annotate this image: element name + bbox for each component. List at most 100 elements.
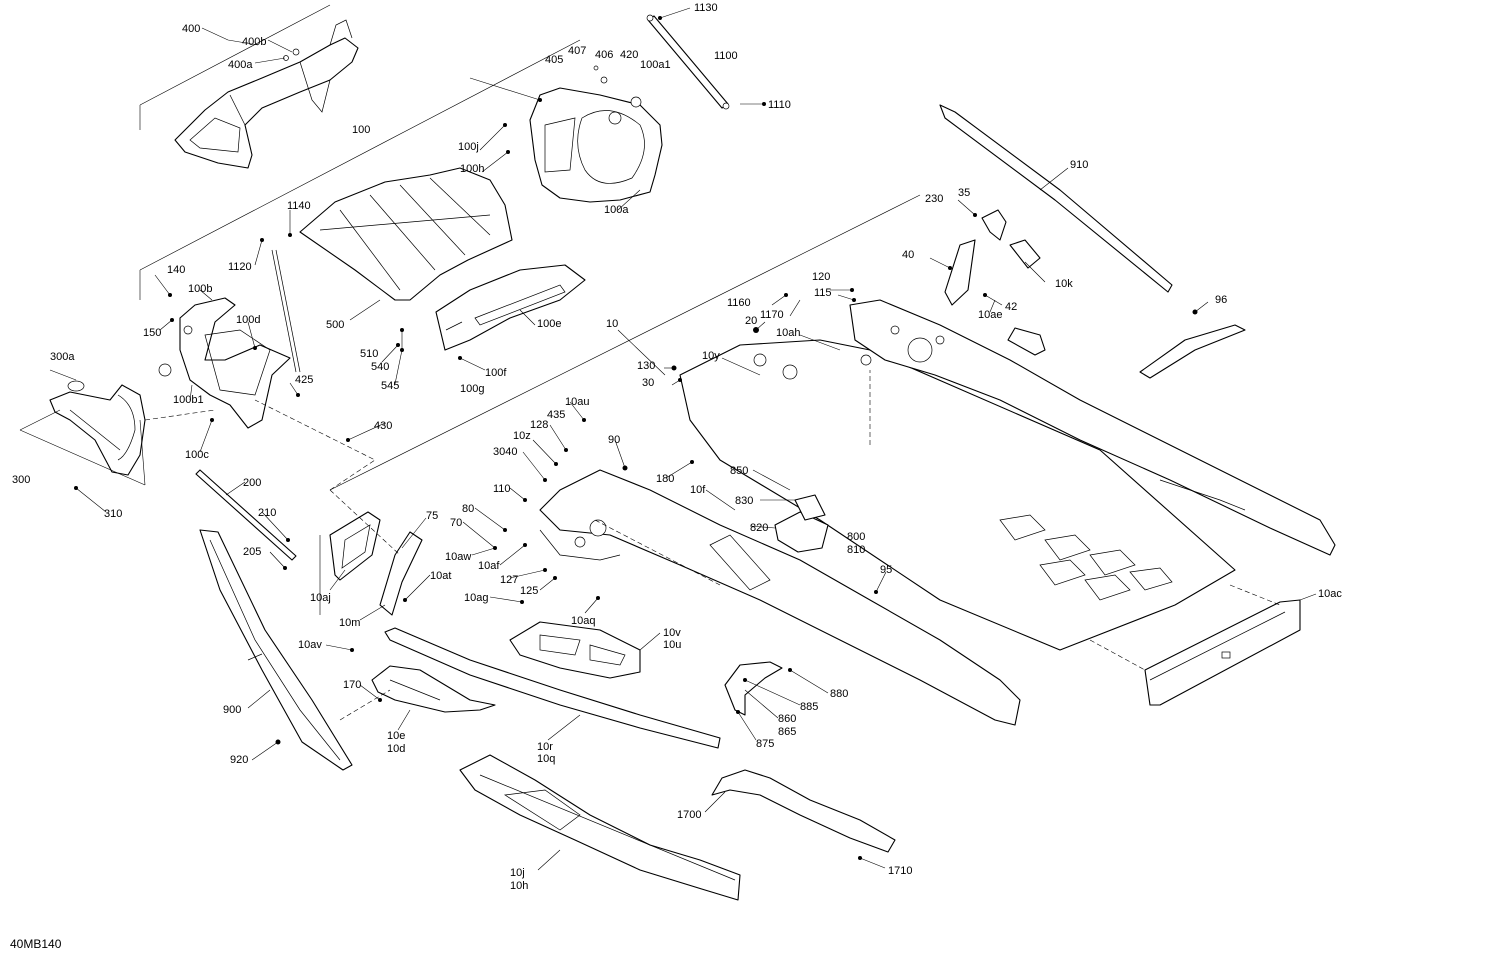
callout-label: 400a [228, 59, 253, 71]
callout-label: 10d [387, 743, 405, 755]
callout-label: 860 [778, 713, 796, 725]
part-bracket-10e [371, 665, 496, 713]
callout-label: 140 [167, 264, 185, 276]
callout-label: 30 [642, 377, 654, 389]
part-plate-800 [774, 494, 829, 553]
callout-label: 10k [1055, 278, 1073, 290]
callout-label: 100c [185, 449, 209, 461]
callout-label: 420 [620, 49, 638, 61]
callout-label: 400b [242, 36, 266, 48]
callout-label: 540 [371, 361, 389, 373]
callout-label: 70 [450, 517, 462, 529]
callout-label: 100a [604, 204, 629, 216]
callout-label: 35 [958, 187, 970, 199]
callout-label: 400 [182, 23, 200, 35]
callout-label: 1160 [727, 297, 751, 309]
callout-label: 90 [608, 434, 620, 446]
callout-label: 100g [460, 383, 484, 395]
callout-label: 1140 [287, 200, 311, 212]
callout-label: 120 [812, 271, 830, 283]
callout-label: 900 [223, 704, 241, 716]
part-bracket-96 [1139, 324, 1246, 379]
part-tunnel-10 [679, 339, 1236, 651]
fastener-dots [74, 16, 1198, 860]
callout-label: 300 [12, 474, 30, 486]
callout-label: 10af [478, 560, 500, 572]
part-leftframe [539, 469, 1021, 726]
callout-label: 310 [104, 508, 122, 520]
callout-label: 800 [847, 531, 865, 543]
part-rod-200 [195, 469, 297, 561]
callout-label: 875 [756, 738, 774, 750]
callout-label: 810 [847, 544, 865, 556]
callout-label: 100 [352, 124, 370, 136]
callout-label: 510 [360, 348, 378, 360]
diagram-reference-code: 40MB140 [10, 937, 62, 951]
part-panel-500 [299, 167, 513, 301]
callout-label: 1120 [228, 261, 252, 273]
callout-label: 405 [545, 54, 563, 66]
callout-label: 100f [485, 367, 507, 379]
callout-label: 500 [326, 319, 344, 331]
part-bracket-10ae [1007, 327, 1046, 356]
part-arm-300 [49, 380, 146, 476]
part-frame-100b [158, 249, 301, 429]
part-rail-10j [459, 754, 741, 901]
callout-label: 3040 [493, 446, 517, 458]
leader-lines [19, 4, 1317, 871]
callout-label: 10aw [445, 551, 471, 563]
callout-label: 10z [513, 430, 531, 442]
callout-label: 435 [547, 409, 565, 421]
callout-label: 425 [295, 374, 313, 386]
callout-label: 230 [925, 193, 943, 205]
callout-label: 407 [568, 45, 586, 57]
part-bracket-880 [724, 661, 783, 716]
part-crossmember-10v [509, 621, 641, 679]
callout-label: 10ae [978, 309, 1002, 321]
callout-label: 96 [1215, 294, 1227, 306]
callout-label: 10at [430, 570, 451, 582]
callout-label: 42 [1005, 301, 1017, 313]
callout-label: 1170 [760, 309, 784, 321]
callout-label: 100d [236, 314, 260, 326]
callout-label: 820 [750, 522, 768, 534]
callout-label: 125 [520, 585, 538, 597]
callout-label: 100a1 [640, 59, 671, 71]
callout-label: 10ag [464, 592, 488, 604]
callout-label: 545 [381, 380, 399, 392]
callout-label: 830 [735, 495, 753, 507]
callout-label: 406 [595, 49, 613, 61]
callout-label: 10aq [571, 615, 595, 627]
callout-label: 205 [243, 546, 261, 558]
callout-label: 200 [243, 477, 261, 489]
callout-label: 10j [510, 867, 525, 879]
callout-label: 10e [387, 730, 405, 742]
callout-label: 10v [663, 627, 681, 639]
callout-label: 10h [510, 880, 528, 892]
callout-label: 150 [143, 327, 161, 339]
part-bracket-400 [174, 19, 359, 169]
part-plate-10aj [329, 511, 381, 581]
callout-label: 885 [800, 701, 818, 713]
callout-labels: 400 400b 400a 100 405 407 406 420 100a1 … [12, 2, 1342, 892]
callout-label: 170 [343, 679, 361, 691]
callout-label: 100h [460, 163, 484, 175]
callout-label: 210 [258, 507, 276, 519]
part-bracket-1700 [711, 769, 896, 853]
callout-label: 430 [374, 420, 392, 432]
callout-label: 10f [690, 484, 706, 496]
callout-label: 10aj [310, 592, 331, 604]
callout-label: 110 [493, 483, 511, 495]
part-bracket-10m [379, 531, 423, 616]
callout-label: 10u [663, 639, 681, 651]
callout-label: 100b1 [173, 394, 204, 406]
callout-label: 920 [230, 754, 248, 766]
callout-label: 40 [902, 249, 914, 261]
callout-label: 75 [426, 510, 438, 522]
callout-label: 100b [188, 283, 212, 295]
callout-label: 850 [730, 465, 748, 477]
part-rightframe [849, 299, 1336, 556]
callout-label: 10q [537, 753, 555, 765]
callout-label: 10ah [776, 327, 800, 339]
